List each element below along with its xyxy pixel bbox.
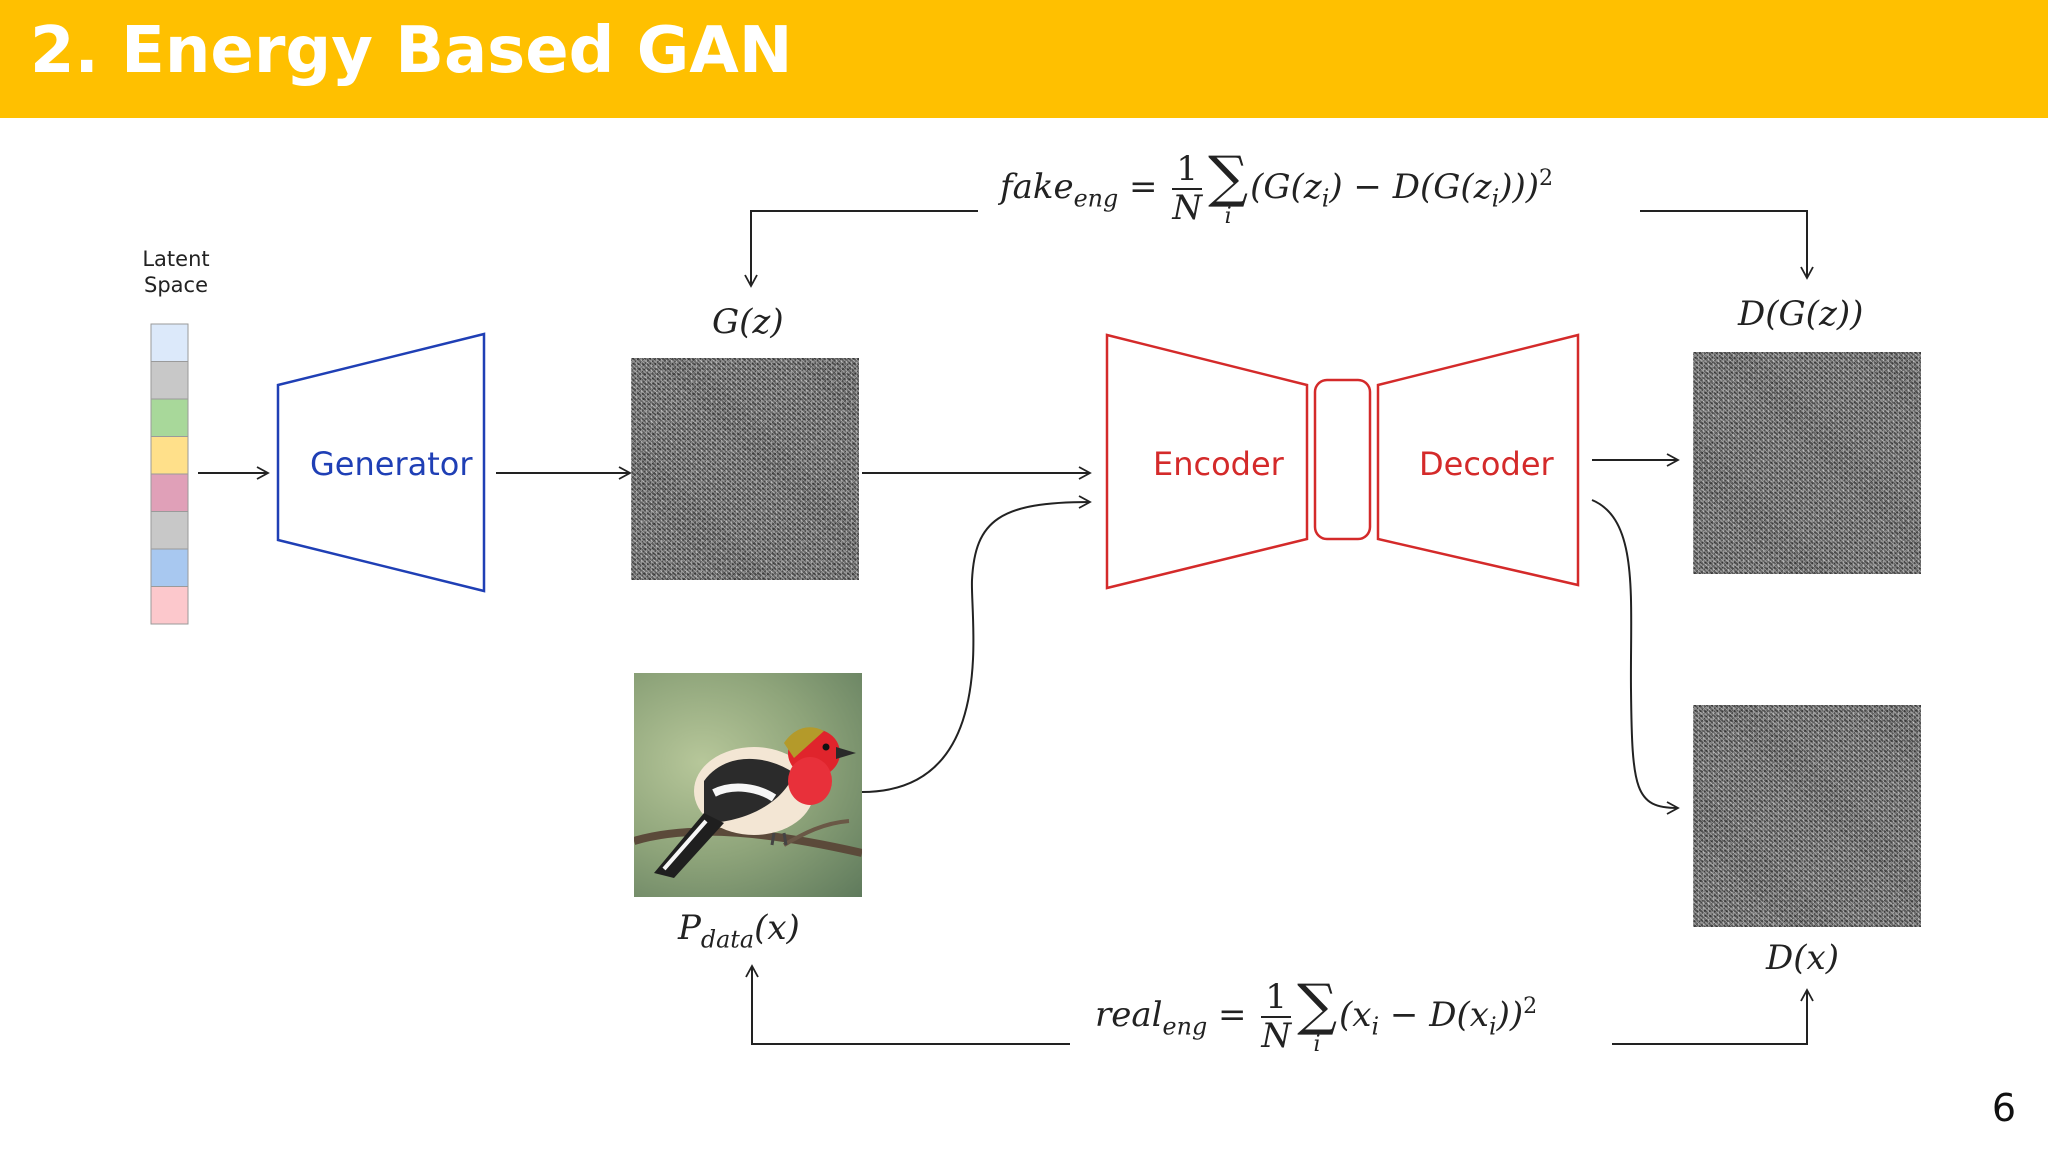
decoder-label: Decoder bbox=[1419, 445, 1554, 483]
real-sigma-symbol: ∑ bbox=[1297, 973, 1338, 1038]
fake-sigma: ∑i bbox=[1208, 150, 1248, 228]
real-lhs: real bbox=[1095, 995, 1163, 1035]
real-energy-formula: realeng = 1 N ∑i(xi − D(xi))2 bbox=[1095, 978, 1537, 1056]
encoder-label: Encoder bbox=[1153, 445, 1284, 483]
reconstructed-fake-image bbox=[1693, 352, 1921, 574]
real-body: (x bbox=[1339, 995, 1372, 1035]
fake-sigma-index: i bbox=[1224, 204, 1232, 229]
reconstructed-real-image bbox=[1693, 705, 1921, 927]
latent-cell bbox=[150, 398, 189, 437]
fake-body-end: ))) bbox=[1499, 167, 1539, 207]
latent-cell bbox=[150, 586, 189, 625]
fake-energy-formula: fakeeng = 1 N ∑i(G(zi) − D(G(zi)))2 bbox=[1000, 150, 1553, 228]
arrow-real-to-pdata bbox=[745, 964, 1070, 1045]
bird-illustration bbox=[634, 727, 862, 878]
pdata-sub: data bbox=[700, 925, 755, 954]
fake-power: 2 bbox=[1538, 164, 1554, 191]
fake-den: N bbox=[1172, 188, 1203, 228]
real-sigma: ∑i bbox=[1297, 978, 1337, 1056]
arrow-pdata-to-encoder bbox=[861, 495, 1092, 793]
fake-body-sub2: i bbox=[1491, 184, 1500, 213]
bottleneck-shape bbox=[1313, 378, 1372, 541]
fake-lhs: fake bbox=[1000, 167, 1074, 207]
page-number: 6 bbox=[1991, 1086, 2016, 1130]
arrow-real-to-dx bbox=[1612, 988, 1814, 1045]
generator-label: Generator bbox=[310, 445, 473, 483]
real-eq: = bbox=[1218, 995, 1247, 1035]
latent-vector bbox=[150, 323, 189, 625]
fake-sigma-symbol: ∑ bbox=[1208, 145, 1249, 210]
fake-eq: = bbox=[1129, 167, 1158, 207]
latent-cell bbox=[150, 323, 189, 362]
latent-cell bbox=[150, 511, 189, 550]
latent-cell bbox=[150, 361, 189, 400]
real-power: 2 bbox=[1523, 992, 1538, 1019]
encoder-shape bbox=[1105, 333, 1309, 590]
pdata-arg: (x) bbox=[754, 908, 800, 948]
arrow-decoder-to-dx bbox=[1591, 499, 1680, 815]
fake-body-mid: ) − D(G(z bbox=[1329, 167, 1492, 207]
fake-body-sub: i bbox=[1321, 184, 1330, 213]
generator-shape bbox=[276, 332, 486, 593]
title-bar: 2. Energy Based GAN bbox=[0, 0, 2048, 118]
real-body-mid: − D(x bbox=[1379, 995, 1489, 1035]
real-body-end: )) bbox=[1496, 995, 1524, 1035]
latent-label-line1: Latent bbox=[142, 247, 210, 271]
fake-fraction: 1 N bbox=[1172, 150, 1203, 228]
real-den: N bbox=[1261, 1016, 1292, 1056]
latent-cell bbox=[150, 473, 189, 512]
dgz-label: D(G(z)) bbox=[1738, 294, 1864, 334]
generated-noise-image bbox=[631, 358, 859, 580]
real-lhs-sub: eng bbox=[1162, 1012, 1208, 1041]
real-sigma-index: i bbox=[1313, 1032, 1321, 1057]
slide-title: 2. Energy Based GAN bbox=[30, 14, 793, 88]
real-body-sub2: i bbox=[1488, 1012, 1497, 1041]
real-bird-image bbox=[634, 673, 862, 897]
pdata-label: Pdata(x) bbox=[678, 908, 800, 953]
arrow-fake-to-gz bbox=[744, 210, 978, 288]
latent-space-label: Latent Space bbox=[128, 246, 224, 298]
latent-label-line2: Space bbox=[144, 273, 208, 297]
latent-cell bbox=[150, 548, 189, 587]
gz-label: G(z) bbox=[712, 302, 784, 342]
dx-label: D(x) bbox=[1766, 938, 1839, 978]
gz-arg: (z) bbox=[739, 302, 784, 342]
gz-func: G bbox=[712, 302, 740, 342]
fake-num: 1 bbox=[1172, 150, 1203, 190]
real-body-sub: i bbox=[1371, 1012, 1380, 1041]
real-num: 1 bbox=[1261, 978, 1292, 1018]
fake-lhs-sub: eng bbox=[1073, 184, 1119, 213]
latent-cell bbox=[150, 436, 189, 475]
pdata-main: P bbox=[678, 908, 701, 948]
decoder-shape bbox=[1376, 333, 1580, 587]
real-fraction: 1 N bbox=[1261, 978, 1292, 1056]
fake-body: (G(z bbox=[1250, 167, 1322, 207]
arrow-fake-to-dgz bbox=[1640, 210, 1814, 280]
